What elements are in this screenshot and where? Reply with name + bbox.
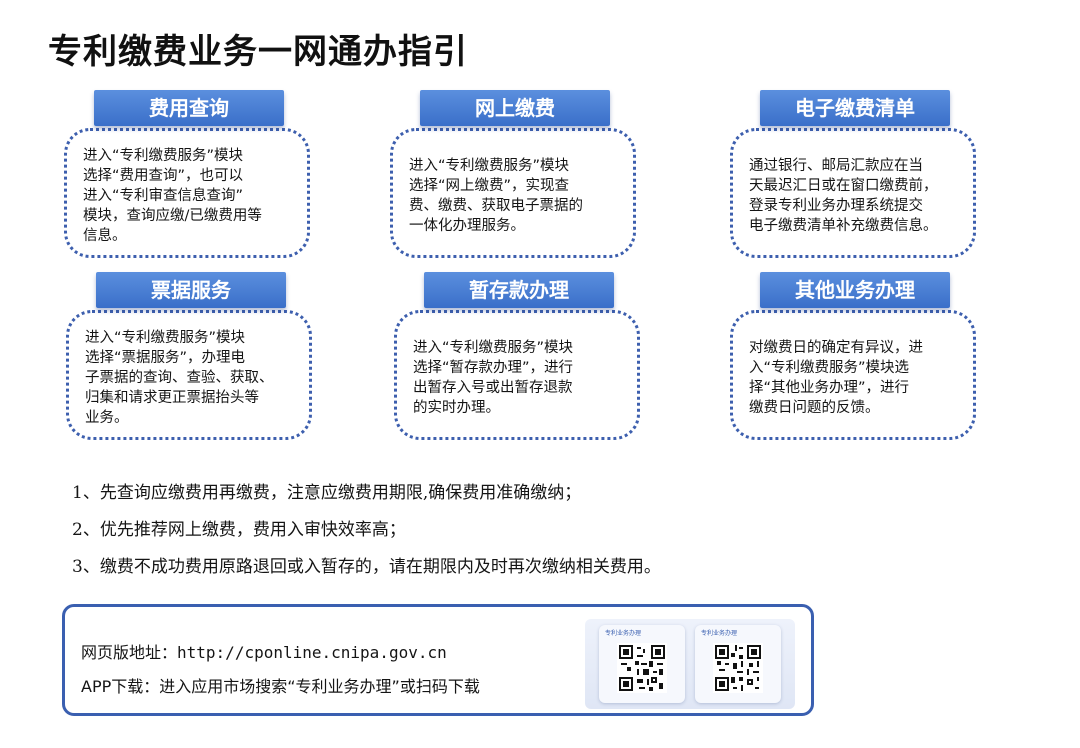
web-address-line: 网页版地址：http://cponline.cnipa.gov.cn	[81, 639, 447, 663]
qr-card-label: 专利业务办理	[605, 630, 642, 637]
card-other-business-label: 其他业务办理	[760, 272, 950, 308]
card-text-line: 的实时办理。	[413, 400, 500, 416]
qr-card-label: 专利业务办理	[701, 630, 738, 637]
card-text-line: 选择“暂存款办理”，进行	[413, 360, 574, 376]
card-text-line: 归集和请求更正票据抬头等	[85, 390, 259, 406]
qr-card-1: 专利业务办理	[599, 625, 685, 703]
qr-code-icon	[713, 643, 763, 693]
qr-code-panel: 专利业务办理 专利业务办理	[585, 619, 795, 709]
card-online-payment-body: 进入“专利缴费服务”模块 选择“网上缴费”，实现查 费、缴费、获取电子票据的 一…	[390, 128, 636, 258]
card-other-business-body: 对缴费日的确定有异议，进 入“专利缴费服务”模块选 择“其他业务办理”，进行 缴…	[730, 310, 976, 440]
card-text-line: 模块，查询应缴/已缴费用等	[83, 208, 262, 224]
card-text-line: 择“其他业务办理”，进行	[749, 380, 910, 396]
card-text-line: 入“专利缴费服务”模块选	[749, 360, 910, 376]
card-text-line: 选择“网上缴费”，实现查	[409, 178, 570, 194]
card-fee-query-label: 费用查询	[94, 90, 284, 126]
card-text-line: 天最迟汇日或在窗口缴费前，	[749, 178, 938, 194]
card-online-payment-label: 网上缴费	[420, 90, 610, 126]
card-text-line: 选择“费用查询”，也可以	[83, 168, 244, 184]
card-e-payment-list-label: 电子缴费清单	[760, 90, 950, 126]
card-text-line: 对缴费日的确定有异议，进	[749, 340, 923, 356]
card-text-line: 业务。	[85, 410, 129, 426]
qr-card-2: 专利业务办理	[695, 625, 781, 703]
web-address-link[interactable]: http://cponline.cnipa.gov.cn	[177, 643, 447, 662]
card-receipt-service-body: 进入“专利缴费服务”模块 选择“票据服务”，办理电 子票据的查询、查验、获取、 …	[66, 310, 312, 440]
card-text-line: 通过银行、邮局汇款应在当	[749, 158, 923, 174]
card-e-payment-list-body: 通过银行、邮局汇款应在当 天最迟汇日或在窗口缴费前， 登录专利业务办理系统提交 …	[730, 128, 976, 258]
access-info-box: 网页版地址：http://cponline.cnipa.gov.cn APP下载…	[62, 604, 814, 716]
card-text-line: 进入“专利缴费服务”模块	[83, 148, 244, 164]
note-item: 1、先查询应缴费用再缴费，注意应缴费用期限,确保费用准确缴纳；	[72, 483, 582, 503]
card-receipt-service-label: 票据服务	[96, 272, 286, 308]
card-text-line: 进入“专利缴费服务”模块	[413, 340, 574, 356]
card-text-line: 进入“专利缴费服务”模块	[409, 158, 570, 174]
card-text-line: 选择“票据服务”，办理电	[85, 350, 246, 366]
card-text-line: 子票据的查询、查验、获取、	[85, 370, 274, 386]
card-text-line: 电子缴费清单补充缴费信息。	[749, 218, 938, 234]
card-deposit-handling-label: 暂存款办理	[424, 272, 614, 308]
card-text-line: 费、缴费、获取电子票据的	[409, 198, 583, 214]
web-address-label: 网页版地址：	[81, 643, 178, 662]
page-title: 专利缴费业务一网通办指引	[48, 32, 468, 72]
card-text-line: 登录专利业务办理系统提交	[749, 198, 923, 214]
card-text-line: 出暂存入号或出暂存退款	[413, 380, 573, 396]
app-download-line: APP下载：进入应用市场搜索“专利业务办理”或扫码下载	[81, 677, 480, 696]
note-item: 2、优先推荐网上缴费，费用入审快效率高；	[72, 520, 406, 540]
card-deposit-handling-body: 进入“专利缴费服务”模块 选择“暂存款办理”，进行 出暂存入号或出暂存退款 的实…	[394, 310, 640, 440]
card-fee-query-body: 进入“专利缴费服务”模块 选择“费用查询”，也可以 进入“专利审查信息查询” 模…	[64, 128, 310, 258]
card-text-line: 进入“专利缴费服务”模块	[85, 330, 246, 346]
notes-list: 1、先查询应缴费用再缴费，注意应缴费用期限,确保费用准确缴纳； 2、优先推荐网上…	[72, 478, 661, 589]
card-text-line: 一体化办理服务。	[409, 218, 525, 234]
qr-code-icon	[617, 643, 667, 693]
card-text-line: 缴费日问题的反馈。	[749, 400, 880, 416]
note-item: 3、缴费不成功费用原路退回或入暂存的，请在期限内及时再次缴纳相关费用。	[72, 557, 661, 577]
card-text-line: 进入“专利审查信息查询”	[83, 188, 244, 204]
card-text-line: 信息。	[83, 228, 127, 244]
